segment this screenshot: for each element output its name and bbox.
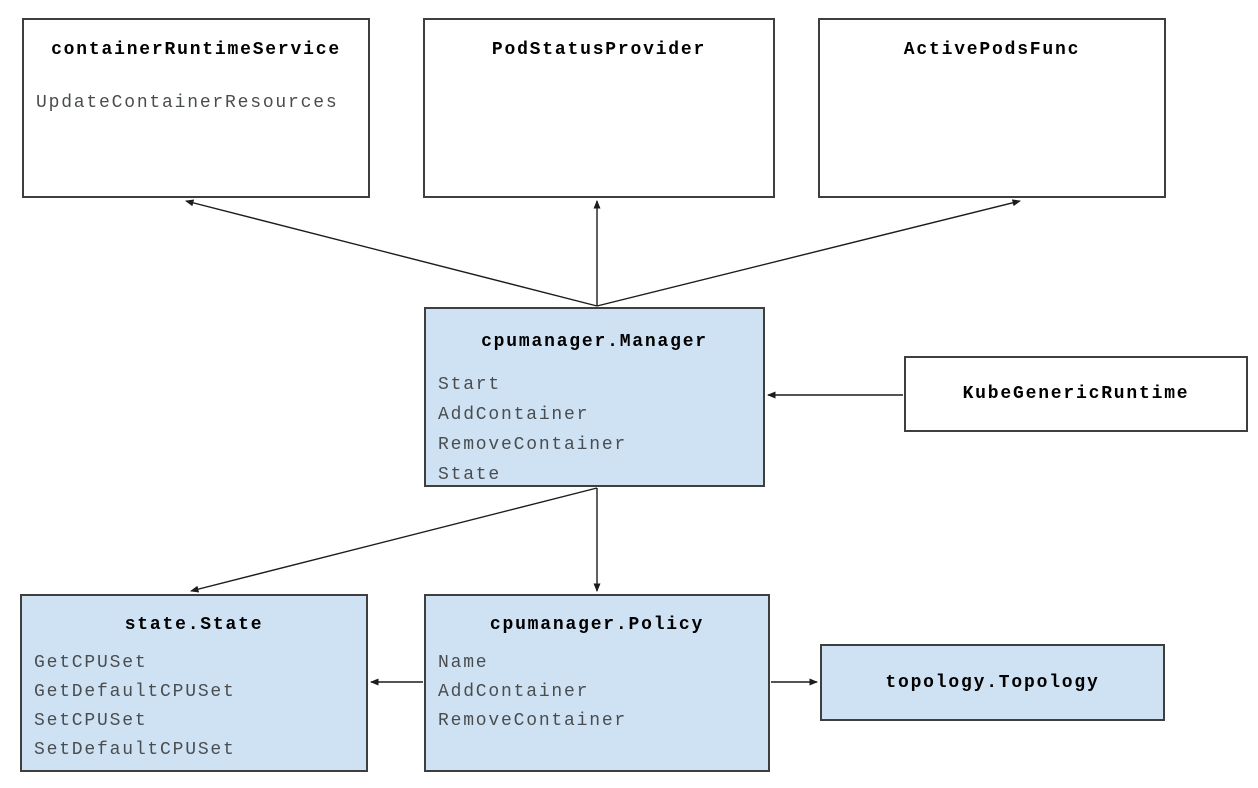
box-title: cpumanager.Policy xyxy=(489,615,705,635)
box-cpumanager-policy: cpumanager.Policy Name AddContainer Remo… xyxy=(424,594,770,772)
method-item: Start xyxy=(438,375,502,395)
method-item: RemoveContainer xyxy=(438,711,628,731)
method-item: State xyxy=(438,465,502,485)
box-active-pods-func: ActivePodsFunc xyxy=(818,18,1166,198)
box-title: KubeGenericRuntime xyxy=(962,384,1190,404)
method-item: SetDefaultCPUSet xyxy=(34,740,236,760)
box-cpumanager-manager: cpumanager.Manager Start AddContainer Re… xyxy=(424,307,765,487)
box-title: state.State xyxy=(124,615,264,635)
box-title: PodStatusProvider xyxy=(491,40,707,60)
method-item: RemoveContainer xyxy=(438,435,628,455)
box-kube-generic-runtime: KubeGenericRuntime xyxy=(904,356,1248,432)
method-item: AddContainer xyxy=(438,682,590,702)
method-list: Start AddContainer RemoveContainer State xyxy=(426,370,763,490)
method-list: Name AddContainer RemoveContainer xyxy=(426,649,768,736)
method-list: GetCPUSet GetDefaultCPUSet SetCPUSet Set… xyxy=(22,649,366,765)
arrow-manager-to-state xyxy=(190,487,598,593)
arrow-manager-to-active-pods-func xyxy=(596,199,1021,307)
box-title: containerRuntimeService xyxy=(51,40,341,60)
method-item: GetDefaultCPUSet xyxy=(34,682,236,702)
method-list: UpdateContainerResources xyxy=(24,88,368,118)
arrow-manager-to-container-runtime-service xyxy=(185,199,598,307)
method-item: SetCPUSet xyxy=(34,711,148,731)
method-item: Name xyxy=(438,653,489,673)
method-item: AddContainer xyxy=(438,405,590,425)
box-pod-status-provider: PodStatusProvider xyxy=(423,18,775,198)
box-topology-topology: topology.Topology xyxy=(820,644,1165,721)
method-item: GetCPUSet xyxy=(34,653,148,673)
method-item: UpdateContainerResources xyxy=(36,93,339,113)
box-title: cpumanager.Manager xyxy=(481,332,708,352)
box-title: ActivePodsFunc xyxy=(903,40,1081,60)
box-container-runtime-service: containerRuntimeService UpdateContainerR… xyxy=(22,18,370,198)
box-state-state: state.State GetCPUSet GetDefaultCPUSet S… xyxy=(20,594,368,772)
box-title: topology.Topology xyxy=(885,672,1100,693)
